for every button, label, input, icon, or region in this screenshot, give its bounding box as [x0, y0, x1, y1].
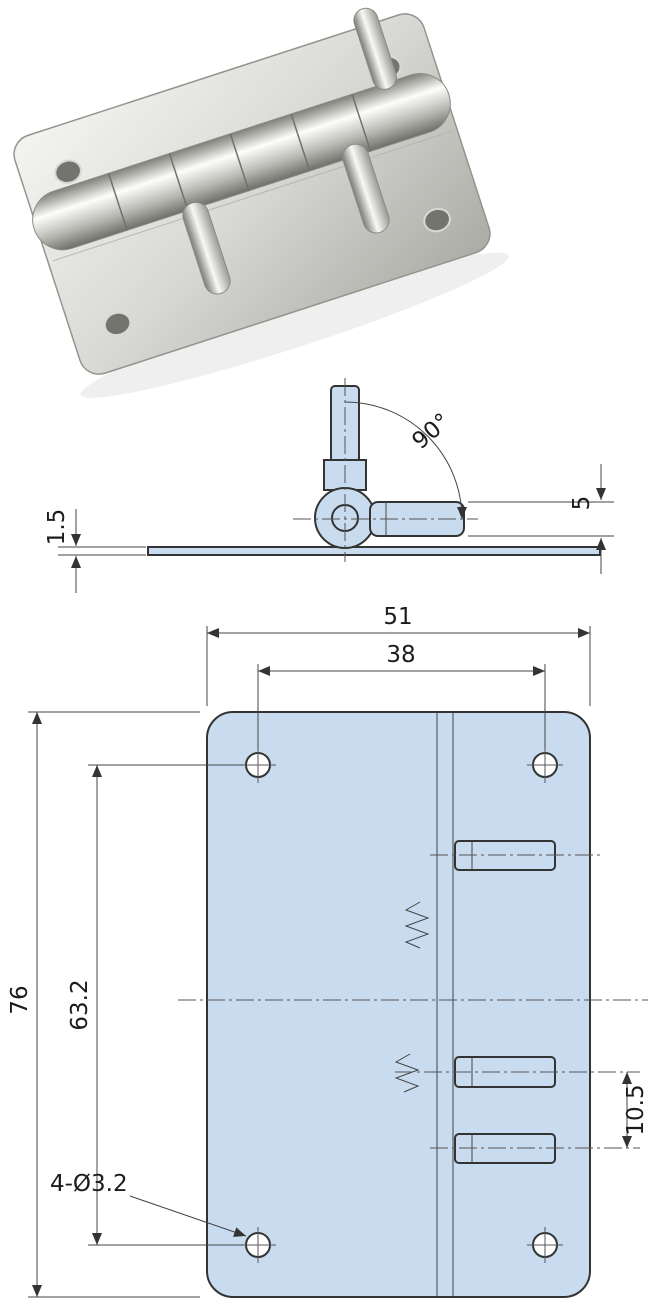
photo-hinge-barrel [32, 73, 451, 251]
hole-center-marks [240, 747, 563, 1263]
photo-mounting-hole [423, 207, 451, 233]
photo-spring-pin [342, 143, 390, 234]
dim-label-holes-note: 4-Ø3.2 [50, 1171, 128, 1197]
side-view-part [147, 385, 601, 556]
spring-symbol [404, 901, 430, 949]
photo-knuckle-divider [168, 153, 189, 211]
spring-symbol [394, 1053, 420, 1093]
dim-label-plate-thickness: 1.5 [44, 509, 70, 546]
photo-knuckle-divider [229, 133, 250, 192]
dim-label-pin-height: 5 [569, 496, 595, 511]
dim-label-overall-height: 76 [7, 985, 33, 1014]
dim-label-hole-span-horizontal: 38 [386, 642, 415, 668]
photo-spring-pin [182, 201, 231, 295]
photo-hinge-pin-tip [353, 7, 397, 90]
rotation-arc [344, 401, 467, 520]
side-plate [147, 546, 601, 556]
side-view-drawing: 90° 1.5 5 [44, 378, 614, 593]
photo-knuckle-divider [290, 113, 311, 172]
photo-mounting-hole [103, 311, 132, 337]
photo-knuckle-divider [107, 173, 128, 231]
front-plate [206, 711, 591, 1298]
photo-plate-seam [52, 130, 453, 262]
dim-label-overall-width: 51 [383, 604, 412, 630]
photo-shadow [80, 252, 509, 398]
dim-label-hole-span-vertical: 63.2 [67, 979, 93, 1030]
dim-label-pin-pitch: 10.5 [623, 1084, 649, 1135]
photo-knuckle-divider [351, 93, 372, 152]
front-view-drawing: 51 38 76 63.2 10.5 4-Ø3.2 [7, 604, 649, 1298]
front-view-part [206, 711, 591, 1298]
dim-label-angle: 90° [408, 409, 456, 455]
leader-line [129, 1195, 247, 1237]
product-photo [13, 7, 509, 398]
photo-mounting-hole [54, 159, 82, 184]
